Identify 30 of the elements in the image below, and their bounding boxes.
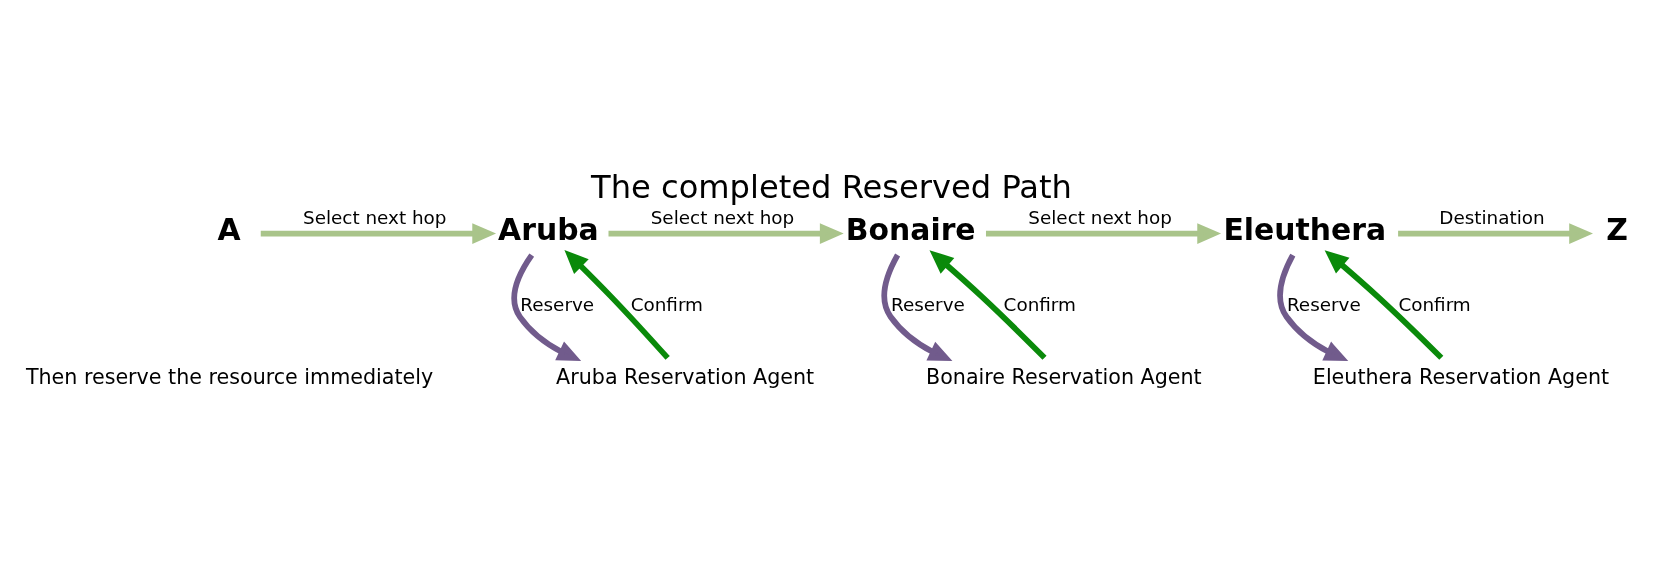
edge-label: Confirm xyxy=(630,293,703,315)
arrow xyxy=(511,253,581,361)
edge-label: Select next hop xyxy=(1027,207,1172,229)
edge-label: Select next hop xyxy=(650,207,794,229)
node-text: Eleuthera Reservation Agent xyxy=(1312,364,1609,389)
edge-label: Reserve xyxy=(890,293,965,315)
arrow xyxy=(1276,253,1348,362)
arrow xyxy=(260,223,496,244)
node-text: Bonaire Reservation Agent xyxy=(925,364,1202,389)
node-text: Z xyxy=(1605,211,1628,247)
arrow xyxy=(985,223,1221,244)
edge-label: Reserve xyxy=(1286,293,1361,315)
node-text: Aruba xyxy=(497,211,599,247)
edge-label: Confirm xyxy=(1003,293,1076,315)
node-text: Aruba Reservation Agent xyxy=(555,364,814,389)
node-text: A xyxy=(217,211,241,247)
arrow xyxy=(929,250,1047,360)
arrow xyxy=(563,249,670,360)
arrow xyxy=(608,223,844,244)
arrow xyxy=(1324,250,1443,360)
arrow xyxy=(881,253,952,362)
edge-label: Reserve xyxy=(519,293,594,315)
edge-label: Destination xyxy=(1438,207,1545,229)
edge-label: Confirm xyxy=(1397,293,1471,315)
diagram-title: The completed Reserved Path xyxy=(590,167,1072,206)
arrow xyxy=(1397,223,1593,244)
node-text: Eleuthera xyxy=(1222,211,1386,247)
label: Then reserve the resource immediately xyxy=(25,364,433,389)
edge-label: Select next hop xyxy=(302,207,447,229)
node-text: Bonaire xyxy=(845,211,976,247)
